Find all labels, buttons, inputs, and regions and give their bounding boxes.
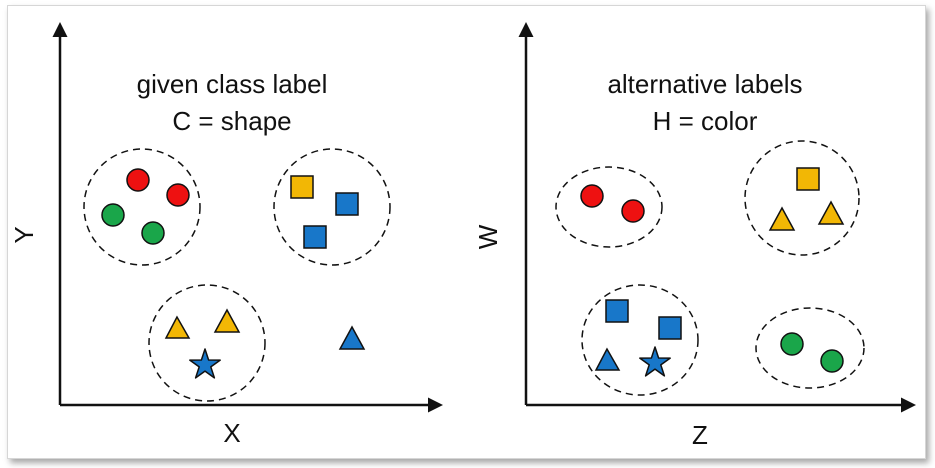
yellow-triangle <box>817 200 845 225</box>
left-y-axis-label: Y <box>9 226 39 243</box>
yellow-triangle <box>213 308 241 333</box>
left-circle-cluster-boundary <box>83 148 201 266</box>
green-circle <box>780 332 804 356</box>
blue-square <box>658 316 682 340</box>
green-cluster-boundary <box>755 307 865 389</box>
left-panel: Y X given class label C = shape <box>9 22 443 448</box>
blue-star <box>639 346 671 377</box>
blue-square <box>303 225 327 249</box>
blue-star <box>189 348 221 379</box>
right-panel: W Z alternative labels H = color <box>473 22 916 450</box>
green-circle <box>141 221 165 245</box>
yellow-square <box>290 175 314 199</box>
red-circle <box>126 168 150 192</box>
blue-square <box>605 299 629 323</box>
green-circle <box>101 203 125 227</box>
right-y-axis-label: W <box>473 224 503 249</box>
yellow-cluster-boundary <box>744 140 860 256</box>
red-circle <box>621 199 645 223</box>
blue-cluster-boundary <box>581 284 699 396</box>
left-square-cluster-boundary <box>273 148 391 266</box>
red-circle <box>166 183 190 207</box>
red-cluster-boundary <box>555 166 663 248</box>
right-title-line1: alternative labels <box>607 69 802 99</box>
blue-triangle <box>338 325 366 350</box>
yellow-triangle <box>768 206 796 231</box>
yellow-triangle <box>164 315 191 339</box>
right-x-axis-label: Z <box>692 420 708 450</box>
right-title-line2: H = color <box>653 106 758 136</box>
left-title-line1: given class label <box>137 69 328 99</box>
red-circle <box>580 184 604 208</box>
left-x-axis-label: X <box>223 418 240 448</box>
blue-square <box>335 192 359 216</box>
green-circle <box>820 349 844 373</box>
left-title-line2: C = shape <box>172 106 291 136</box>
blue-triangle <box>594 347 621 371</box>
yellow-square <box>796 167 820 191</box>
left-triangle-cluster-boundary <box>148 284 266 402</box>
